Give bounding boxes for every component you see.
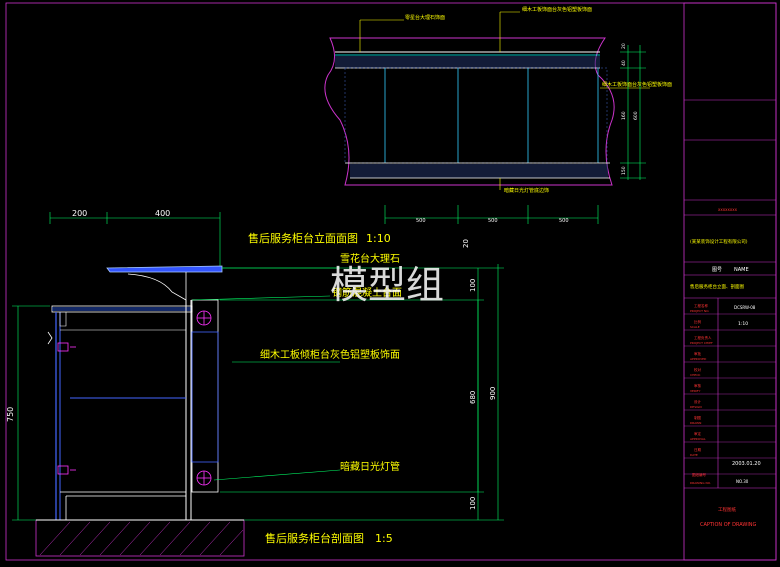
section-dim-680: 680 bbox=[469, 391, 477, 404]
tb-row-label: 审核 bbox=[694, 383, 702, 388]
elevation-title: 售后服务柜台立面面图 bbox=[248, 231, 358, 245]
section-scale: 1:5 bbox=[375, 532, 393, 545]
label-marble: 雪花台大理石 bbox=[340, 252, 400, 265]
tb-row-sub: VERIFY bbox=[690, 389, 701, 393]
tb-row-sub: CHECK bbox=[690, 373, 701, 377]
section-dim-20: 20 bbox=[462, 239, 470, 248]
tb-row-label: 校对 bbox=[694, 367, 702, 372]
watermark-text: 模型组 bbox=[330, 263, 444, 307]
tb-row-label: 图纸编号 bbox=[692, 472, 706, 477]
tb-company: xxxxxxxx bbox=[718, 207, 738, 212]
tb-row-value: 2003.01.20 bbox=[732, 461, 761, 467]
label-concrete: 钢筋混凝土台面 bbox=[332, 286, 402, 299]
top-label-left: 零星台大理石饰面 bbox=[405, 14, 445, 21]
top-dim-b1: 500 bbox=[416, 218, 426, 224]
top-dim-r2: 40 bbox=[621, 60, 627, 66]
top-dim-r3: 160 bbox=[621, 111, 627, 120]
top-dim-r1: 20 bbox=[621, 43, 627, 49]
tb-row-sub: APPROVAL bbox=[690, 437, 706, 441]
tb-drawing-name: 售后服务柜台立面、剖面图 bbox=[690, 283, 744, 290]
tb-row-sub: PROJECT NO. bbox=[690, 309, 709, 313]
tb-project-line: (某某装饰设计工程有限公司) bbox=[690, 238, 748, 245]
section-dim-400: 400 bbox=[155, 209, 170, 218]
top-elevation-panel bbox=[324, 11, 650, 224]
section-dim-200: 200 bbox=[72, 209, 87, 218]
tb-row-sub: DRAWN bbox=[690, 421, 701, 425]
label-hidden-light: 暗藏日光灯管 bbox=[340, 460, 400, 473]
tb-row-label: 比例 bbox=[694, 319, 702, 324]
tb-row-label: 制图 bbox=[694, 415, 702, 420]
tb-row-label: 审定 bbox=[694, 431, 702, 436]
top-label-right: 细木工板饰面台灰色铝塑板饰面 bbox=[522, 6, 592, 13]
tb-row-sub: APPROVED bbox=[690, 357, 707, 361]
label-cabinet-panel: 细木工板倾柜台灰色铝塑板饰面 bbox=[260, 348, 400, 361]
tb-caption-cn: 工程图纸 bbox=[718, 506, 736, 513]
tb-row-label: 设计 bbox=[694, 399, 702, 404]
tb-row-sub: SCALE bbox=[690, 325, 700, 329]
tb-row-label: 日期 bbox=[694, 447, 702, 452]
section-dim-900: 900 bbox=[489, 387, 497, 400]
top-dim-b3: 500 bbox=[559, 218, 569, 224]
tb-row-label: 工程名称 bbox=[694, 303, 708, 308]
tb-caption-en: CAPTION OF DRAWING bbox=[700, 522, 757, 528]
top-label-bottom: 暗藏日光灯管底边饰 bbox=[504, 187, 549, 194]
tb-row-value: DCSRW-08 bbox=[734, 305, 756, 310]
tb-drawing-no-label: 图号 bbox=[712, 267, 722, 273]
top-dim-r4: 150 bbox=[621, 166, 627, 175]
tb-row-sub: DRAWING NO. bbox=[690, 481, 711, 485]
section-title: 售后服务柜台剖面图 bbox=[265, 531, 364, 545]
tb-row-value: 1:10 bbox=[738, 321, 748, 327]
top-dim-r5: 600 bbox=[633, 111, 639, 120]
elevation-scale: 1:10 bbox=[366, 232, 391, 245]
tb-row-label: 工程负责人 bbox=[694, 335, 712, 340]
tb-row-sub: DATE bbox=[690, 453, 698, 457]
tb-row-label: 审批 bbox=[694, 351, 702, 356]
top-label-mid: 细木工板饰面台灰色铝塑板饰面 bbox=[602, 81, 672, 88]
tb-rows: 工程名称 PROJECT NO. DCSRW-08 比例 SCALE 1:10 … bbox=[690, 303, 761, 485]
title-block bbox=[5, 2, 777, 561]
section-dim-750: 750 bbox=[6, 407, 15, 422]
tb-row-value: NO.30 bbox=[736, 479, 749, 484]
tb-row-sub: PROJECT CHIEF bbox=[690, 341, 713, 345]
section-dim-100b: 100 bbox=[469, 497, 477, 510]
top-dim-b2: 500 bbox=[488, 218, 498, 224]
section-drawing bbox=[12, 212, 504, 557]
tb-row-sub: DESIGN bbox=[690, 405, 702, 409]
tb-drawing-no-value: NAME bbox=[734, 267, 749, 273]
section-dim-100a: 100 bbox=[469, 279, 477, 292]
